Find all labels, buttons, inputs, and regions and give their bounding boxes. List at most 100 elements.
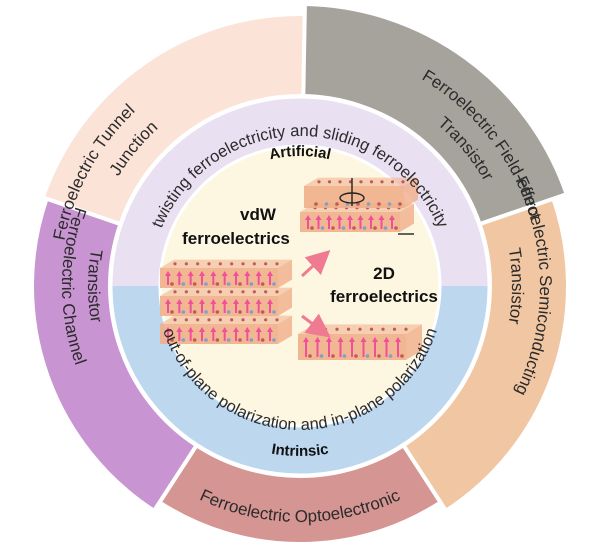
vdw-slab-2-atom: [204, 310, 208, 314]
vdw-slab-3-atom: [215, 338, 220, 342]
vdw-slab-2-arrowhead: [165, 299, 171, 304]
twist-slab-top: [304, 177, 418, 208]
vdw-slab-3-arrowhead: [255, 327, 262, 332]
vdw-slab-3-atom: [252, 318, 256, 322]
vdw-slab-3-arrowhead: [221, 327, 228, 332]
vdw-slab-1-atom: [260, 282, 265, 286]
twist-slab-bottom-arrowhead: [336, 215, 343, 220]
twist-slab-top-atom: [327, 180, 332, 184]
vdw-slab-1-atom: [204, 282, 208, 286]
twist-slab-bottom-arrowhead: [357, 215, 364, 220]
vdw-slab-3-atom: [204, 338, 208, 342]
vdw-slab-1-front: [160, 268, 278, 288]
vdw-slab-2-atom: [252, 290, 256, 294]
vdw-slab-2-top: [160, 287, 292, 296]
vdw-slab-3-atom: [230, 318, 234, 322]
vdw-slab-1-arrowhead: [255, 271, 262, 276]
vdw-slab-2-arrowhead: [210, 299, 217, 304]
twist-slab-top-atom: [338, 180, 342, 184]
vdw-slab-2-atom: [218, 290, 222, 294]
monolayer-slab: [298, 324, 422, 360]
vdw-slab-2-front: [160, 296, 278, 316]
vdw-slab-3-atom: [192, 338, 197, 342]
vdw-slab-1-atom: [241, 262, 245, 266]
monolayer-slab-atom: [392, 327, 397, 331]
vdw-slab-2-atom: [249, 310, 254, 314]
monolayer-slab-arrowhead: [314, 337, 321, 342]
middle-ring: [109, 95, 491, 477]
monolayer-slab-atom: [400, 354, 404, 358]
vdw-slab-1-atom: [218, 262, 222, 266]
arrow-to-twisted: [300, 249, 331, 278]
vdw-slab-1-arrowhead: [267, 271, 273, 276]
vdw-slab-1-arrowhead: [187, 271, 194, 276]
segment-channel-line2: Transistor: [84, 248, 106, 324]
monolayer-slab-atom: [354, 354, 358, 358]
vdw-slab-3-atom: [226, 338, 231, 342]
vdw-slab-1-atom: [173, 262, 177, 266]
twist-slab-bottom-atom: [341, 226, 346, 230]
monolayer-slab-atom: [346, 327, 351, 331]
vdw-slab-2-arrowhead: [244, 299, 251, 304]
twist-slab-bottom-atom: [310, 226, 314, 230]
vdw-slab-1: [160, 259, 292, 288]
vdw-slab-1-atom: [238, 282, 242, 286]
vdw-slab-2-atom: [173, 290, 177, 294]
twist-slab-top-atom: [390, 180, 395, 184]
vdw-slab-1-arrowhead: [244, 271, 251, 276]
vdw-slab-1-atom: [252, 262, 256, 266]
vdw-slab-3-atom: [207, 318, 211, 322]
vdw-slab-1-atom: [226, 282, 231, 286]
vdw-slab-3-arrowhead: [176, 327, 183, 332]
twist-slab-top-atom: [377, 202, 381, 206]
vdw-slab-1-atom: [192, 282, 197, 286]
segment-semiconducting-line2: Transistor: [505, 246, 527, 326]
twist-slab-top-atom: [380, 180, 384, 184]
monolayer-slab-side: [406, 324, 422, 360]
vdw-slab-3-arrowhead: [165, 327, 171, 332]
monolayer-slab-atom: [381, 327, 385, 331]
vdw-slab-3-arrowhead: [210, 327, 217, 332]
monolayer-slab-arrowhead: [303, 337, 309, 342]
vdw-slab-3-atom: [275, 318, 279, 322]
twist-slab-bottom-arrowhead: [389, 215, 395, 220]
vdw-slab-1-atom: [207, 262, 211, 266]
monolayer-slab-atom: [331, 354, 335, 358]
vdw-slab-2-atom: [241, 290, 245, 294]
vdw-slab-2-atom: [192, 310, 197, 314]
vdw-slab-1-arrowhead: [165, 271, 171, 276]
vdw-slab-1-atom: [230, 262, 234, 266]
vdw-slab-2-arrowhead: [233, 299, 239, 304]
vdw-slab-3-arrowhead: [244, 327, 251, 332]
vdw-slab-1-atom: [215, 282, 220, 286]
vdw-slab-2-atom: [170, 310, 174, 314]
vdw-slab-3-atom: [196, 318, 200, 322]
twod-label-line2: ferroelectrics: [330, 287, 438, 306]
vdw-slab-1-atom: [181, 282, 186, 286]
vdw-slab-2-atom: [238, 310, 242, 314]
monolayer-slab-atom: [358, 327, 362, 331]
vdw-slab-3-arrowhead: [187, 327, 194, 332]
twist-slab-top-atom: [335, 202, 339, 206]
monolayer-slab-arrowhead: [360, 337, 367, 342]
monolayer-slab-arrowhead: [372, 337, 378, 342]
ring-outline: [109, 95, 491, 477]
vdw-slab-2-atom: [226, 310, 231, 314]
vdw-slab-1-atom: [264, 262, 268, 266]
vdw-slab-3-atom: [249, 338, 254, 342]
vdw-slab-3-side: [278, 315, 292, 344]
twist-slab-bottom-atom: [320, 226, 325, 230]
monolayer-slab-arrowhead: [337, 337, 344, 342]
vdw-slab-3-arrowhead: [199, 327, 205, 332]
monolayer-slab-atom: [323, 327, 328, 331]
arrow-to-monolayer: [301, 313, 331, 338]
ring-artificial-title: Artificial: [268, 143, 333, 163]
vdw-slab-1-top: [160, 259, 292, 268]
vdw-slab-3-atom: [170, 338, 174, 342]
vdw-slab-3-arrowhead: [267, 327, 273, 332]
vdw-slab-1-arrowhead: [233, 271, 239, 276]
twist-slab-bottom-atom: [352, 226, 356, 230]
vdw-slab-3-top: [160, 315, 292, 324]
twist-slab-bottom-side: [400, 203, 414, 232]
